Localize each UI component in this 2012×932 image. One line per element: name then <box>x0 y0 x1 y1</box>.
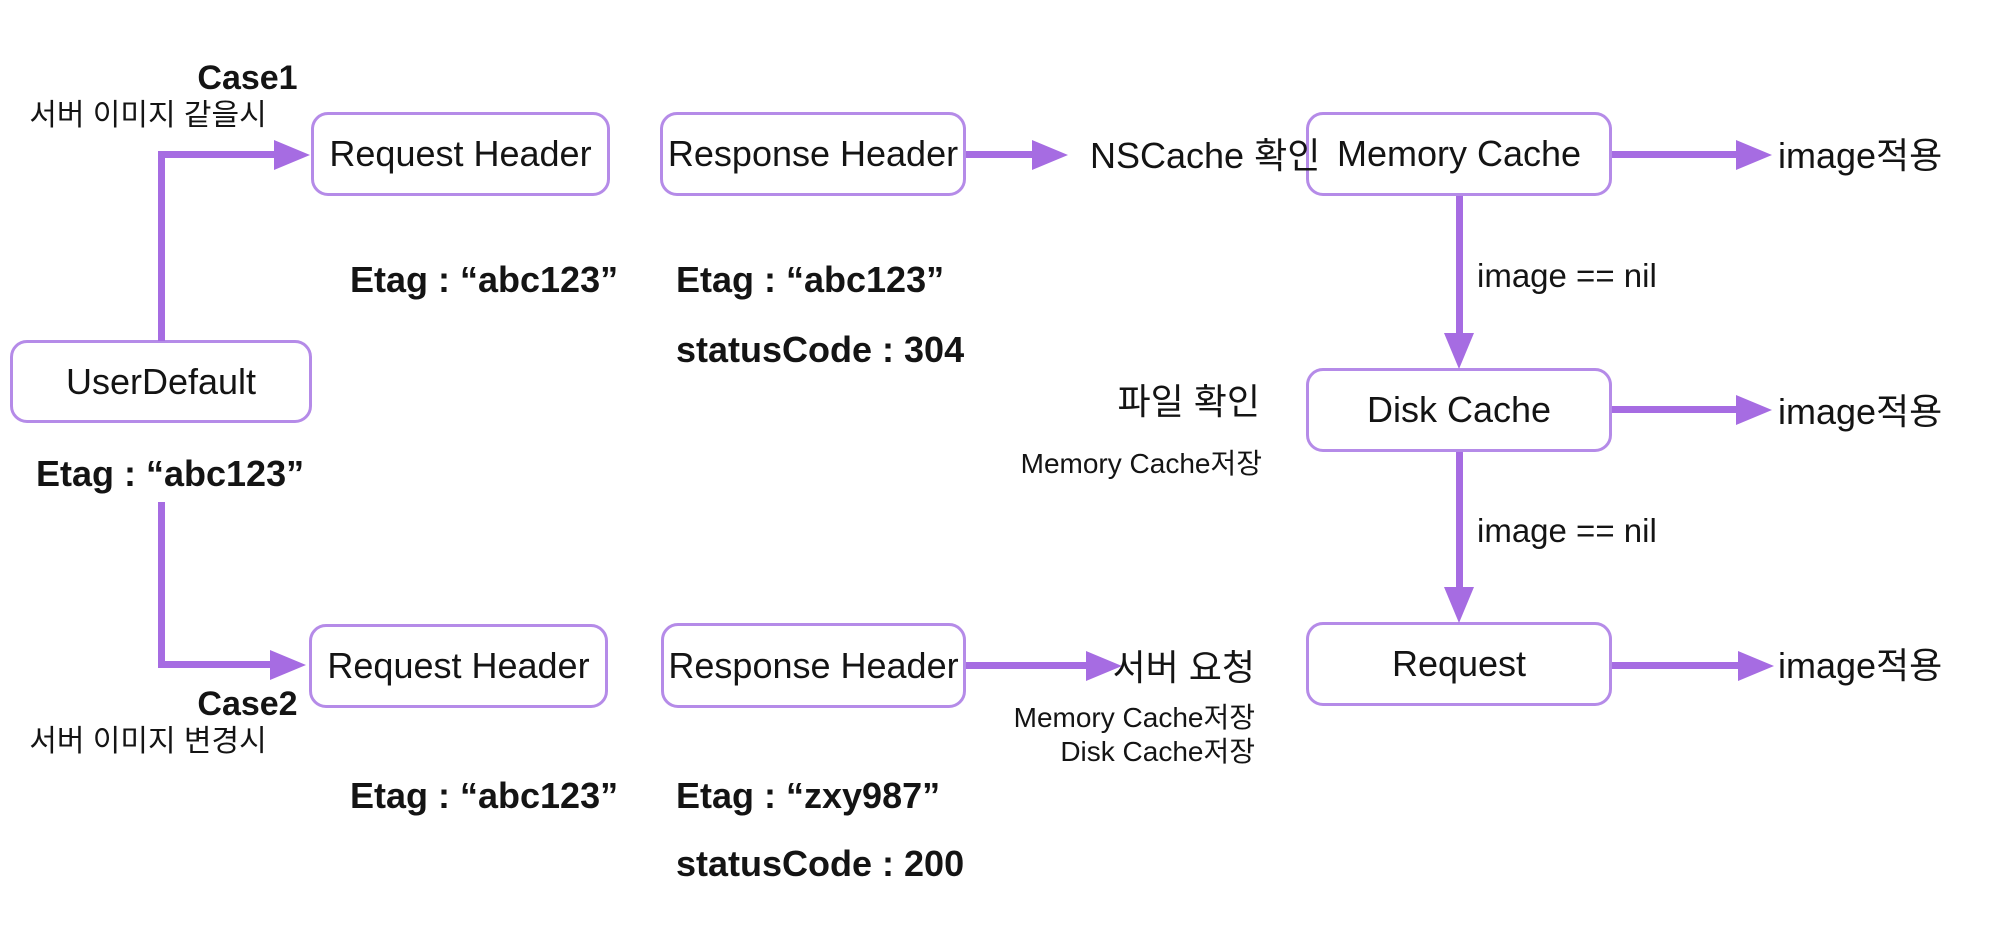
disk-to-apply-arrow <box>1612 406 1736 413</box>
image-apply-label-3: image적용 <box>1778 645 1943 686</box>
file-check-label: 파일 확인 <box>1117 381 1260 422</box>
box-response-header-case1: Response Header <box>660 112 966 196</box>
box-disk-cache-label: Disk Cache <box>1366 389 1552 430</box>
case2-arrowhead <box>270 650 306 680</box>
box-response-header-case2-label: Response Header <box>668 644 959 686</box>
box-memory-cache-label: Memory Cache <box>1336 133 1582 174</box>
statuscode-200-label: statusCode : 200 <box>676 843 965 884</box>
etag-under-userdefault: Etag : “abc123” <box>36 453 305 494</box>
case1-arrow-vertical <box>158 151 165 341</box>
box-request-header-case1-label: Request Header <box>329 133 592 174</box>
image-nil-label-1: image == nil <box>1477 257 1657 294</box>
case1-title: Case1 <box>197 59 298 97</box>
memory-to-apply-arrowhead <box>1736 140 1772 170</box>
box-request: Request <box>1306 622 1612 706</box>
request-to-apply-arrowhead <box>1738 651 1774 681</box>
nscache-check-label: NSCache 확인 <box>1090 135 1321 176</box>
disk-to-request-arrowhead <box>1444 587 1474 623</box>
response2-to-server-arrow <box>966 662 1086 669</box>
statuscode-304-label: statusCode : 304 <box>676 329 965 370</box>
box-request-label: Request <box>1391 643 1527 684</box>
request-to-apply-arrow <box>1612 662 1738 669</box>
box-userdefault-label: UserDefault <box>65 360 257 402</box>
etag-under-response-header-case1: Etag : “abc123” <box>676 259 945 300</box>
disk-cache-save-label: Disk Cache저장 <box>1060 736 1255 767</box>
response1-to-nscache-arrow <box>966 151 1032 158</box>
box-response-header-case2: Response Header <box>661 623 966 708</box>
server-request-label: 서버 요청 <box>1112 647 1255 688</box>
box-memory-cache: Memory Cache <box>1306 112 1612 196</box>
memory-cache-save-label-1: Memory Cache저장 <box>1020 448 1262 479</box>
image-nil-label-2: image == nil <box>1477 512 1657 549</box>
case2-arrow-vertical <box>158 502 165 668</box>
etag-under-response-header-case2: Etag : “zxy987” <box>676 775 941 816</box>
response1-to-nscache-arrowhead <box>1032 140 1068 170</box>
case2-subtitle: 서버 이미지 변경시 <box>29 725 267 758</box>
box-request-header-case1: Request Header <box>311 112 610 196</box>
disk-to-request-arrow <box>1456 452 1463 587</box>
disk-to-apply-arrowhead <box>1736 395 1772 425</box>
case2-arrow-horizontal <box>158 661 270 668</box>
memory-to-disk-arrow <box>1456 196 1463 333</box>
memory-cache-save-label-2: Memory Cache저장 <box>1013 702 1255 733</box>
box-request-header-case2: Request Header <box>309 624 608 708</box>
box-request-header-case2-label: Request Header <box>327 645 590 686</box>
image-apply-label-2: image적용 <box>1778 391 1943 432</box>
case1-arrowhead <box>274 140 310 170</box>
box-userdefault: UserDefault <box>10 340 312 423</box>
memory-to-apply-arrow <box>1612 151 1736 158</box>
etag-under-request-header-case1: Etag : “abc123” <box>350 259 619 300</box>
case1-arrow-horizontal <box>158 151 274 158</box>
etag-under-request-header-case2: Etag : “abc123” <box>350 775 619 816</box>
case1-subtitle: 서버 이미지 같을시 <box>29 99 267 132</box>
case2-title: Case2 <box>197 685 298 723</box>
box-disk-cache: Disk Cache <box>1306 368 1612 452</box>
image-apply-label-1: image적용 <box>1778 135 1943 176</box>
memory-to-disk-arrowhead <box>1444 333 1474 369</box>
box-response-header-case1-label: Response Header <box>667 133 959 174</box>
response2-to-server-arrowhead <box>1086 651 1122 681</box>
